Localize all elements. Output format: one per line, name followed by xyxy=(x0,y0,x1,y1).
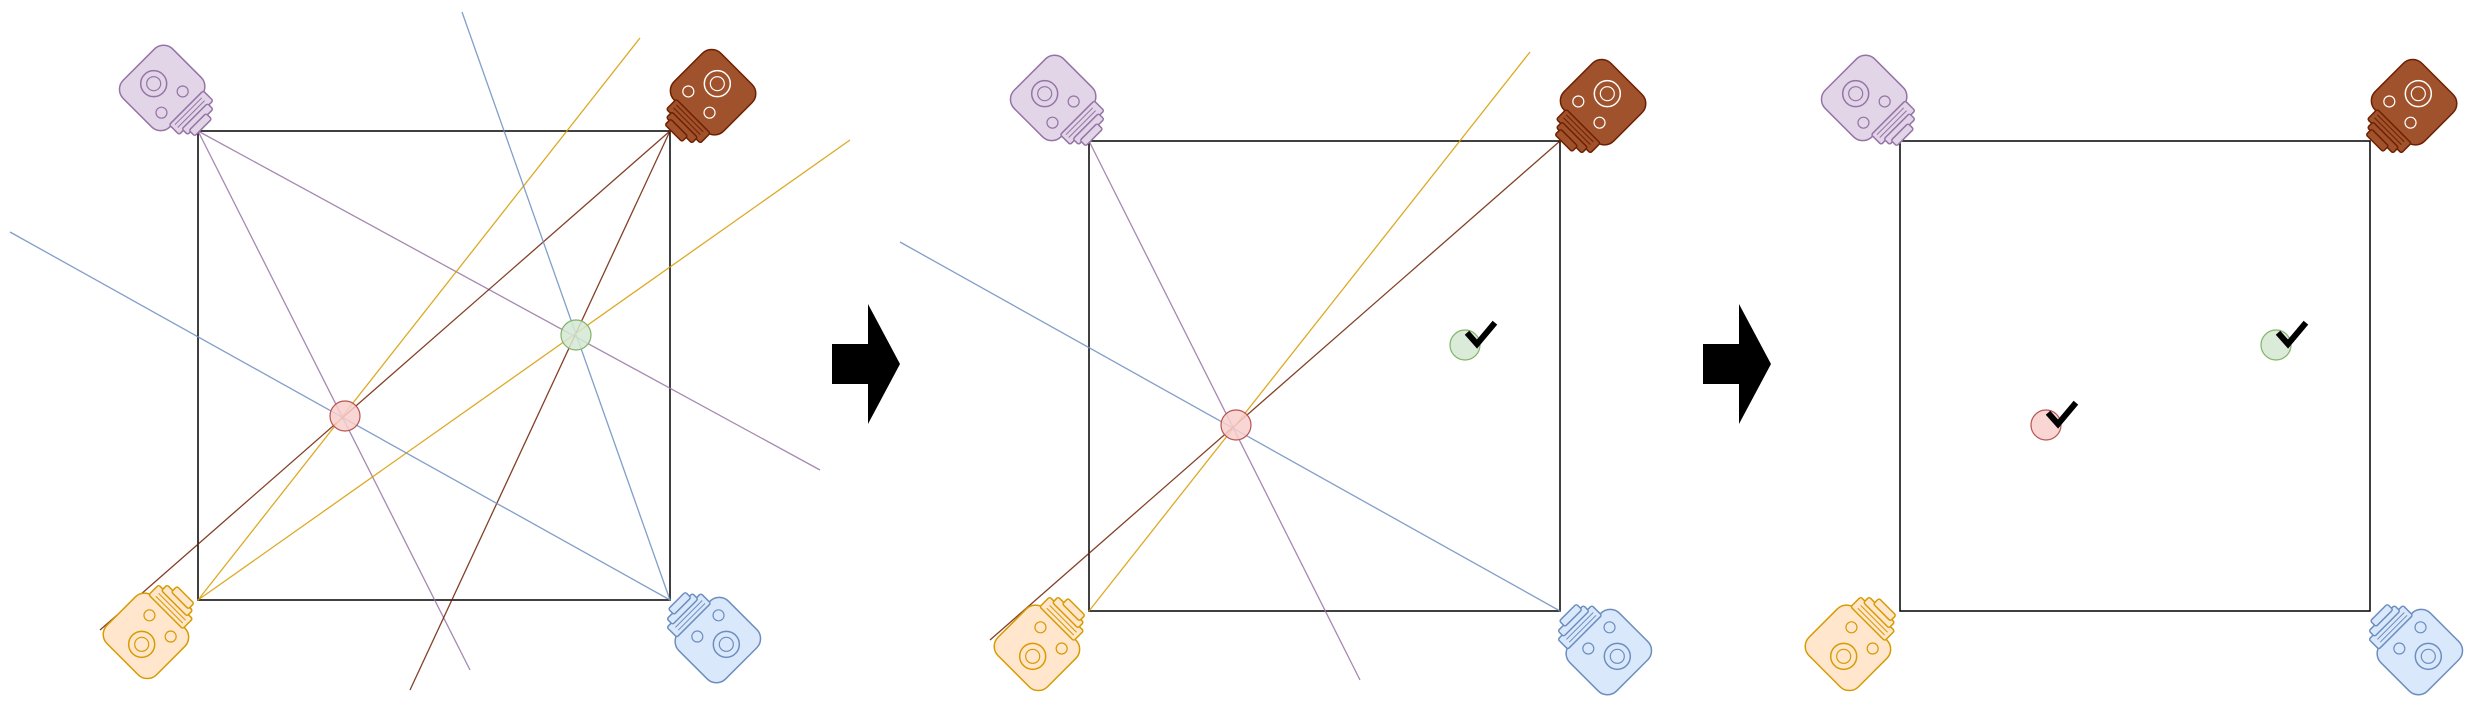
panel-both-confirmed xyxy=(1804,54,2464,696)
sight-line-top-left xyxy=(1088,140,1361,681)
sight-line-bottom-left xyxy=(197,37,641,601)
camera-bottom-left-icon xyxy=(102,584,194,680)
panel-green-confirmed xyxy=(899,51,1653,696)
sight-line-bottom-right xyxy=(461,11,671,601)
sight-line-bottom-left xyxy=(1088,51,1531,612)
camera-bottom-right-icon xyxy=(2368,604,2464,696)
camera-bottom-right-icon xyxy=(666,592,762,684)
candidate-point-red xyxy=(1220,409,1252,441)
checkmark-icon xyxy=(2045,400,2079,429)
camera-bottom-right-icon xyxy=(1557,604,1653,696)
camera-bottom-left-icon xyxy=(1804,596,1896,692)
candidate-point-red xyxy=(329,400,361,432)
camera-bottom-left-icon xyxy=(993,596,1085,692)
camera-top-right-icon xyxy=(1555,58,1647,154)
right-arrow-icon xyxy=(832,304,900,424)
right-arrow-icon xyxy=(1703,304,1771,424)
sight-line-top-left xyxy=(197,130,471,671)
camera-top-right-icon xyxy=(2366,58,2458,154)
camera-top-left-icon xyxy=(1820,54,1916,146)
camera-top-left-icon xyxy=(1009,54,1105,146)
camera-top-left-icon xyxy=(118,44,214,136)
frame-rect xyxy=(197,130,671,601)
sight-line-top-right xyxy=(989,140,1561,641)
sight-line-top-right xyxy=(99,130,671,631)
frame-rect xyxy=(1899,140,2371,612)
frame-rect xyxy=(1088,140,1561,612)
camera-top-right-icon xyxy=(665,48,757,144)
sight-line-bottom-left xyxy=(197,139,851,601)
checkmark-icon xyxy=(1464,320,1498,349)
candidate-point-green xyxy=(560,319,592,351)
checkmark-icon xyxy=(2275,320,2309,349)
panel-all-detections xyxy=(9,11,851,691)
sight-line-top-left xyxy=(197,130,821,471)
sight-line-top-right xyxy=(409,130,671,691)
